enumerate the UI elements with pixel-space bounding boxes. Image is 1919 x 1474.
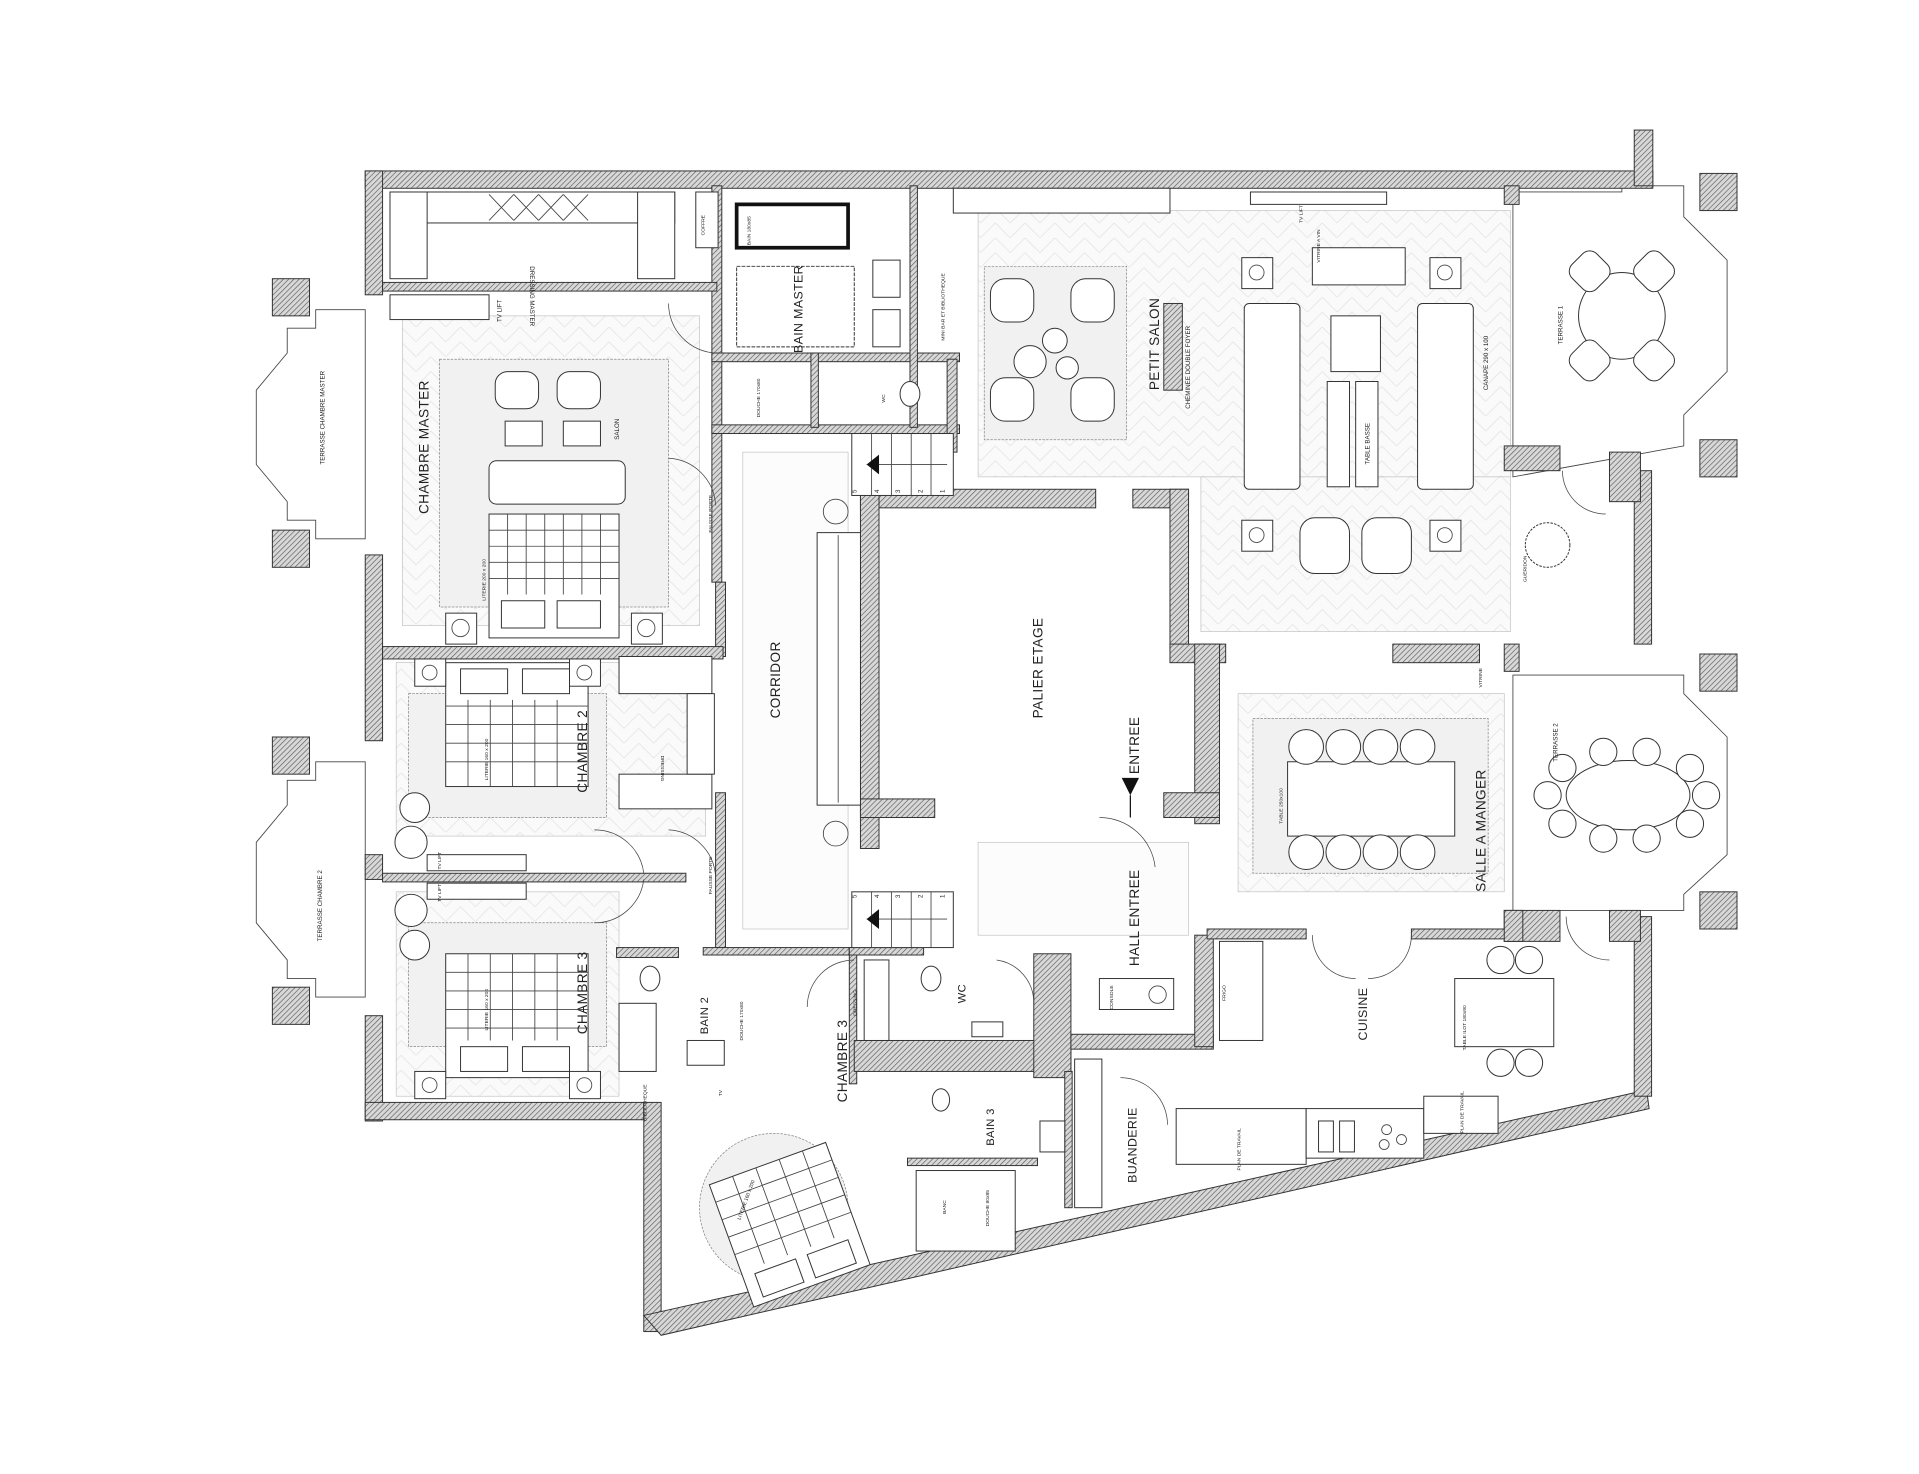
label-douche-master: DOUCHE 170x80 [756, 378, 762, 417]
label-entree: ENTREE [1127, 717, 1142, 774]
terrace-2-outline [1512, 674, 1728, 911]
bed-chambre-2 [445, 662, 589, 788]
label-vitrine: VITRINE [1478, 667, 1484, 687]
label-table-dining: TABLE 250x100 [1279, 788, 1285, 824]
label-literie-master: LITERIE 200 x 200 [481, 559, 487, 601]
stair-step-number: 4 [874, 894, 881, 898]
label-cheminee: CHEMINEE DOUBLE FOYER [1185, 325, 1192, 408]
label-plan-travail-1: PLAN DE TRAVAIL [1237, 1128, 1243, 1171]
label-palier: PALIER ETAGE [1030, 618, 1045, 719]
label-wc-master: WC [881, 394, 887, 403]
terraces [255, 172, 1738, 1025]
pillar [1699, 891, 1738, 930]
label-table-basse: TABLE BASSE [1364, 423, 1371, 465]
stair-step-number: 2 [917, 489, 924, 493]
label-dressing-2: DRESSING [659, 756, 665, 782]
bed-chambre-3b [708, 1141, 871, 1308]
label-douche-3: DOUCHE 80x85 [985, 1190, 991, 1226]
label-tv-lift-2: TV LIFT [437, 852, 443, 870]
pillar [271, 986, 311, 1025]
dining-chairs [1288, 729, 1436, 871]
terrace-chambre-2-outline [255, 761, 366, 998]
stair-arrow-icon [866, 454, 880, 475]
stair-step-number: 5 [852, 489, 859, 493]
stair-step-number: 4 [874, 489, 881, 493]
label-coffre: COFFRE [700, 214, 706, 235]
label-fausse-porte-2: FAUSSE PORTE [708, 856, 714, 894]
stair-numbers-upper: 5 4 3 2 1 [852, 489, 947, 493]
terrace-master-outline [255, 309, 366, 540]
furniture [389, 187, 1721, 1308]
stair-step-number: 2 [917, 894, 924, 898]
label-bain-size: BAIN 180x85 [746, 216, 752, 245]
label-hall-entree: HALL ENTREE [1127, 870, 1142, 967]
stair-step-number: 3 [895, 489, 902, 493]
label-tv-lift-3: TV LIFT [437, 884, 443, 902]
stair-step-number: 1 [940, 894, 947, 898]
stair-step-number: 3 [895, 894, 902, 898]
label-petit-salon: PETIT SALON [1147, 298, 1162, 390]
pillar [271, 736, 311, 775]
label-table-ilot: TABLE ILOT 180x90 [1462, 1005, 1468, 1050]
label-canape: CANAPE 290 x 100 [1483, 335, 1490, 390]
bed-master [488, 513, 620, 639]
label-cuisine: CUISINE [1356, 988, 1370, 1041]
bed-chambre-3 [445, 953, 589, 1079]
stair-arrow-icon [866, 909, 880, 929]
label-terrasse-1: TERRASSE 1 [1557, 305, 1564, 344]
label-banc: BANC [942, 1200, 948, 1214]
stairs-lower [851, 891, 954, 949]
pillar [1699, 439, 1738, 478]
label-chambre-2: CHAMBRE 2 [575, 710, 590, 793]
label-corridor: CORRIDOR [768, 641, 783, 718]
label-terrasse-chambre-2: TERRASSE CHAMBRE 2 [317, 870, 324, 942]
label-dressing-master: DRESSING MASTER [528, 266, 535, 326]
pillar [271, 529, 311, 568]
label-plan-travail-2: PLAN DE TRAVAIL [1459, 1091, 1465, 1134]
label-dressing-3: DRESSING [853, 990, 859, 1016]
label-vitrine-vin: VITRINE A VIN [1316, 229, 1322, 263]
label-fausse-porte-1: FAUSSE PORTE [708, 494, 714, 532]
label-console: CONSOLE [1109, 985, 1115, 1010]
label-bain-master: BAIN MASTER [791, 265, 805, 353]
label-douche-2: DOUCHE 170x80 [739, 1001, 745, 1040]
label-terrasse-master: TERRASSE CHAMBRE MASTER [319, 370, 326, 464]
label-bibliotheque: BIBLIOTHEQUE [642, 1084, 648, 1121]
label-buanderie: BUANDERIE [1126, 1107, 1140, 1183]
label-tv-lift-master: TV LIFT [496, 299, 503, 322]
label-tv: TV [718, 1089, 724, 1096]
label-frigo: FRIGO [1222, 985, 1228, 1001]
label-gueridon: GUERIDON [1523, 555, 1529, 582]
label-tv-lift-salon: TV LIFT [1298, 205, 1304, 223]
label-bain-2: BAIN 2 [699, 997, 711, 1034]
stair-numbers-lower: 5 4 3 2 1 [852, 894, 947, 898]
label-chambre-master: CHAMBRE MASTER [416, 380, 431, 514]
entry-arrow-icon [1121, 777, 1140, 796]
stair-step-number: 1 [940, 489, 947, 493]
pillar [1699, 653, 1738, 692]
pillar [271, 278, 311, 317]
label-literie-2: LITERIE 160 x 200 [484, 738, 490, 780]
label-wc-hall: WC [957, 984, 969, 1003]
label-mini-bar: MINI BAR ET BIBLIOTHEQUE [941, 273, 947, 341]
stair-step-number: 5 [852, 894, 859, 898]
room-labels: DRESSING MASTER COFFRE BAIN 180x85 BAIN … [317, 205, 1565, 1226]
label-salon: SALON [614, 419, 621, 440]
label-chambre-3: CHAMBRE 3 [575, 952, 590, 1035]
label-literie-3: LITERIE 160 x 200 [484, 989, 490, 1031]
label-chambre-3b: CHAMBRE 3 [835, 1020, 850, 1103]
label-bain-3: BAIN 3 [985, 1108, 997, 1145]
pillar [1699, 172, 1738, 212]
label-salle-a-manger: SALLE A MANGER [1474, 769, 1489, 891]
label-terrasse-2: TERRASSE 2 [1552, 723, 1559, 762]
